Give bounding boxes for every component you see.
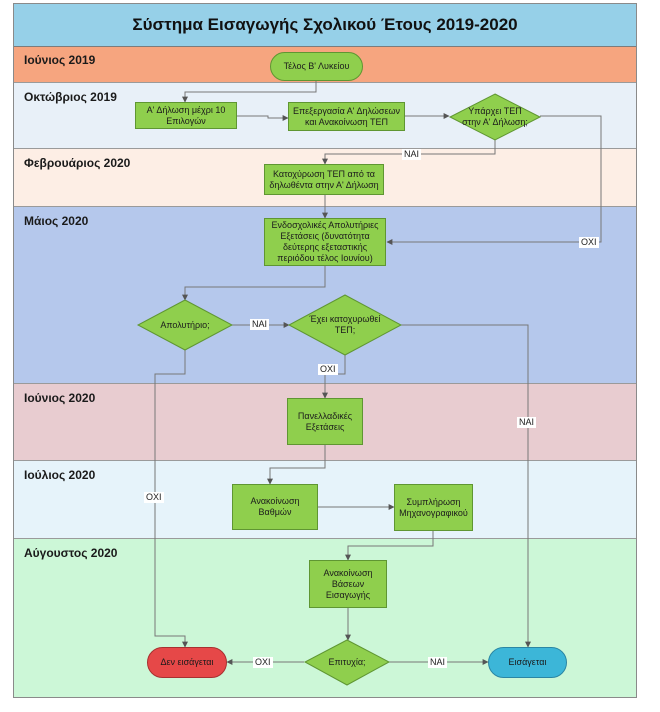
edge-panhellenic-to-grades (267, 445, 326, 485)
edge-form-to-bases (345, 531, 434, 561)
edge-has-tep-yes (401, 324, 531, 648)
edge-start-to-declaration (182, 81, 317, 103)
bases-node: Ανακοίνωση Βάσεων Εισαγωγής (309, 560, 387, 608)
edge-declaration-to-processing (237, 115, 289, 121)
edge-label-diploma-no: ΟΧΙ (144, 492, 164, 503)
diagram-frame (13, 3, 637, 698)
grades-node: Ανακοίνωση Βαθμών (232, 484, 318, 530)
decision-tep-exists-label: Υπάρχει ΤΕΠ στην Α' Δήλωση; (462, 106, 528, 127)
edge-label-has-tep-no: ΟΧΙ (318, 364, 338, 375)
decision-success-diamond (303, 639, 391, 686)
edge-has-tep-no (322, 354, 346, 399)
lane-label: Αύγουστος 2020 (24, 546, 118, 560)
edge-label-has-tep-yes: ΝΑΙ (517, 417, 537, 428)
lane-label: Μάιος 2020 (24, 214, 89, 228)
lane-label: Ιούνιος 2019 (24, 53, 96, 67)
lane-july-2020: Ιούλιος 2020 (14, 461, 636, 539)
edge-label-tep-yes: ΝΑΙ (402, 149, 422, 160)
edge-decision-no (386, 115, 602, 245)
tep-secured-node: Κατοχύρωση ΤΕΠ από τα δηλωθέντα στην Α' … (264, 164, 384, 195)
decision-tep-exists-diamond (448, 93, 542, 141)
edge-label-success-no: ΟΧΙ (253, 657, 273, 668)
decision-has-tep-label: Έχει κατοχυρωθεί ΤΕΠ; (309, 314, 381, 335)
lane-label: Ιούνιος 2020 (24, 391, 96, 405)
edge-label-diploma-yes: ΝΑΙ (250, 319, 270, 330)
not-admitted-node: Δεν εισάγεται (147, 647, 227, 678)
lane-label: Φεβρουάριος 2020 (24, 156, 131, 170)
page-title: Σύστημα Εισαγωγής Σχολικού Έτους 2019-20… (14, 4, 636, 47)
form-node: Συμπλήρωση Μηχανογραφικού (394, 484, 473, 531)
edge-label-tep-no: ΟΧΙ (579, 237, 599, 248)
start-node: Τέλος Β' Λυκείου (270, 52, 363, 81)
admitted-node: Εισάγεται (488, 647, 567, 678)
decision-diploma-diamond (136, 299, 234, 351)
edge-exams-to-diploma (182, 266, 326, 301)
lane-label: Ιούλιος 2020 (24, 468, 96, 482)
edge-diploma-no (154, 350, 188, 648)
declaration-node: Α' Δήλωση μέχρι 10 Επιλογών (135, 102, 237, 129)
panhellenic-node: Πανελλαδικές Εξετάσεις (287, 398, 363, 445)
decision-diploma-label: Απολυτήριο; (160, 319, 210, 330)
decision-has-tep-diamond (287, 294, 403, 356)
school-exams-node: Ενδοσχολικές Απολυτήριες Εξετάσεις (δυνα… (264, 218, 386, 266)
processing-node: Επεξεργασία Α' Δηλώσεων και Ανακοίνωση Τ… (288, 102, 405, 131)
lane-label: Οκτώβριος 2019 (24, 90, 117, 104)
decision-success-label: Επιτυχία; (328, 656, 366, 667)
edge-label-success-yes: ΝΑΙ (428, 657, 448, 668)
